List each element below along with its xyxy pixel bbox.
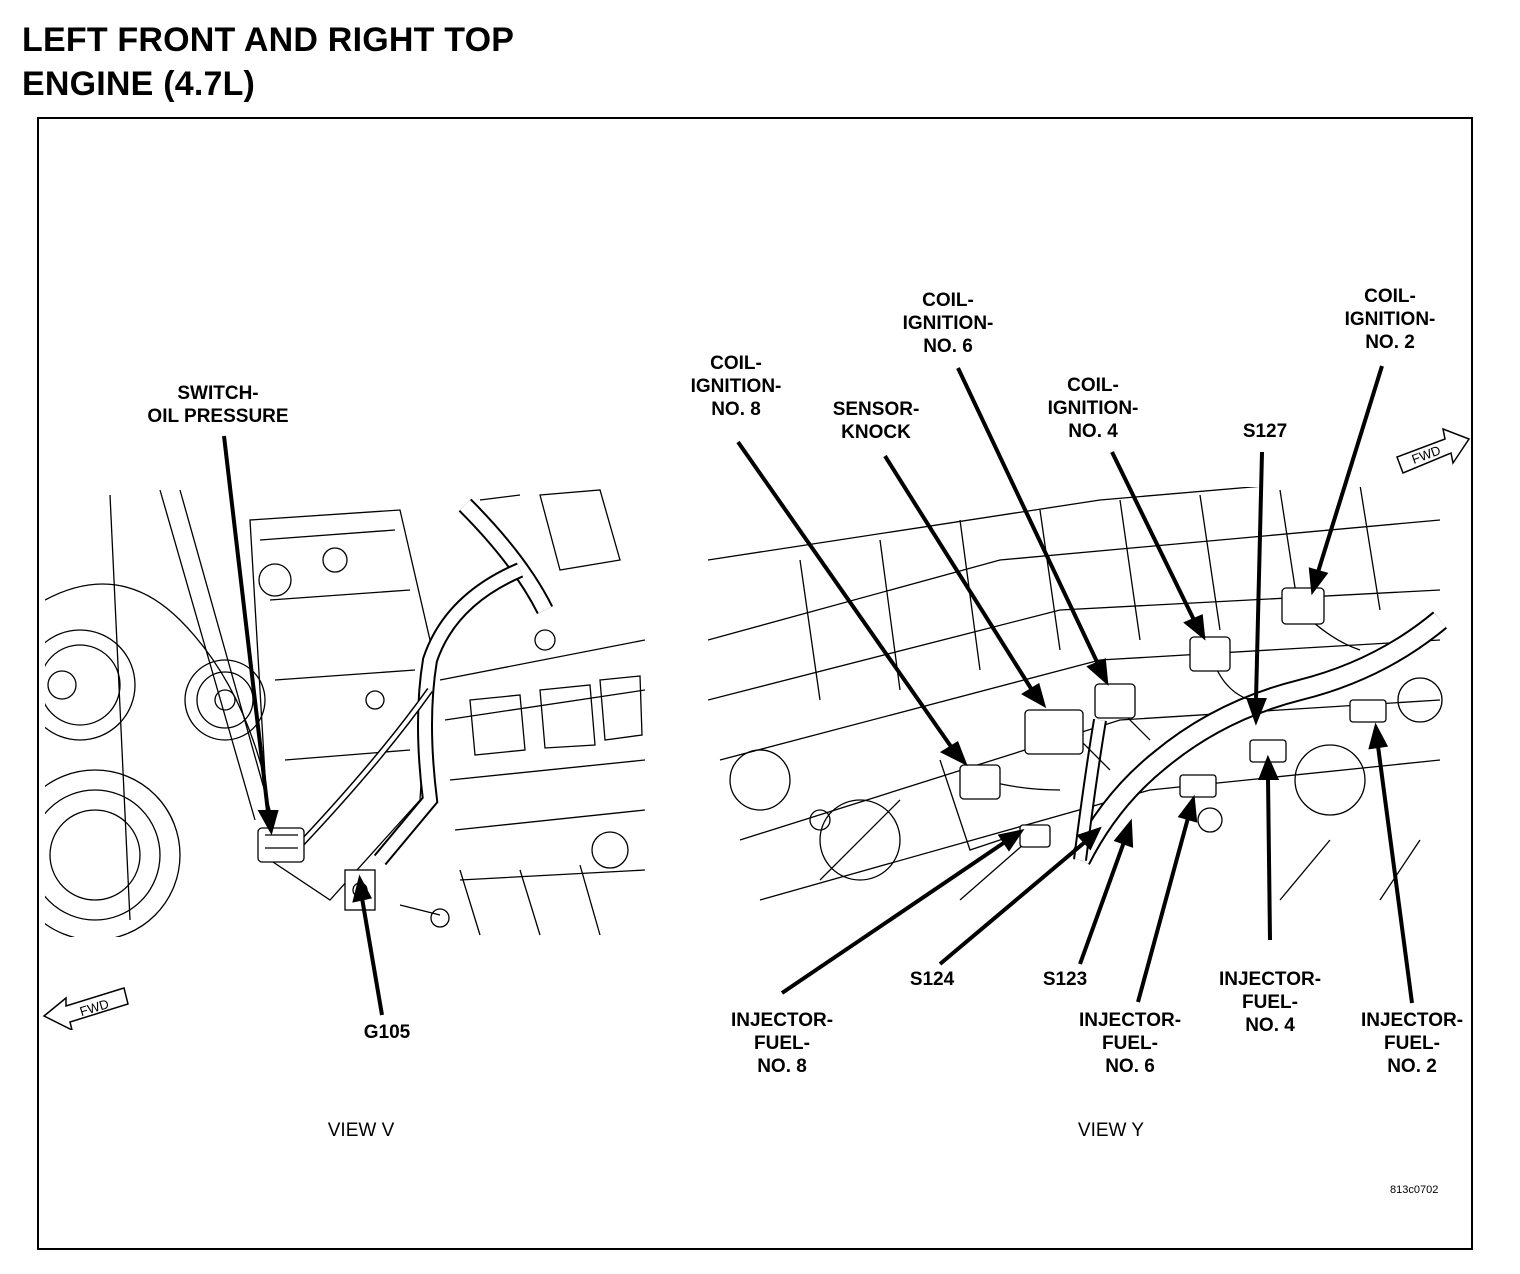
view-v-engine-drawing	[45, 489, 645, 937]
title-line-2: ENGINE (4.7L)	[22, 65, 256, 103]
label-s127: S127	[1242, 421, 1288, 442]
leader-lines	[222, 365, 1414, 1016]
label-coil-ignition-4: COIL- IGNITION- NO. 4	[1047, 375, 1139, 442]
label-s123: S123	[1042, 969, 1088, 990]
label-switch-oil-pressure: SWITCH- OIL PRESSURE	[147, 383, 289, 427]
view-y-caption: VIEW Y	[1077, 1120, 1145, 1141]
label-coil-ignition-6: COIL- IGNITION- NO. 6	[902, 290, 994, 357]
label-g105: G105	[363, 1022, 411, 1043]
figure-code: 813c0702	[1390, 1184, 1439, 1196]
fwd-arrow-left-icon: FWD	[42, 987, 129, 1030]
title-line-1: LEFT FRONT AND RIGHT TOP	[22, 21, 515, 59]
label-injector-fuel-6: INJECTOR- FUEL- NO. 6	[1078, 1010, 1182, 1077]
fwd-label-left: FWD	[78, 996, 111, 1019]
label-coil-ignition-2: COIL- IGNITION- NO. 2	[1344, 286, 1436, 353]
label-injector-fuel-4: INJECTOR- FUEL- NO. 4	[1218, 969, 1322, 1036]
view-v-caption: VIEW V	[327, 1120, 395, 1141]
label-sensor-knock: SENSOR- KNOCK	[832, 399, 920, 443]
fwd-arrow-right-icon: FWD	[1396, 427, 1471, 474]
label-injector-fuel-8: INJECTOR- FUEL- NO. 8	[730, 1010, 834, 1077]
label-injector-fuel-2: INJECTOR- FUEL- NO. 2	[1360, 1010, 1464, 1077]
page-title: LEFT FRONT AND RIGHT TOP ENGINE (4.7L)	[22, 18, 514, 106]
diagram-frame	[37, 117, 1473, 1250]
label-s124: S124	[909, 969, 955, 990]
label-coil-ignition-8: COIL- IGNITION- NO. 8	[690, 353, 782, 420]
